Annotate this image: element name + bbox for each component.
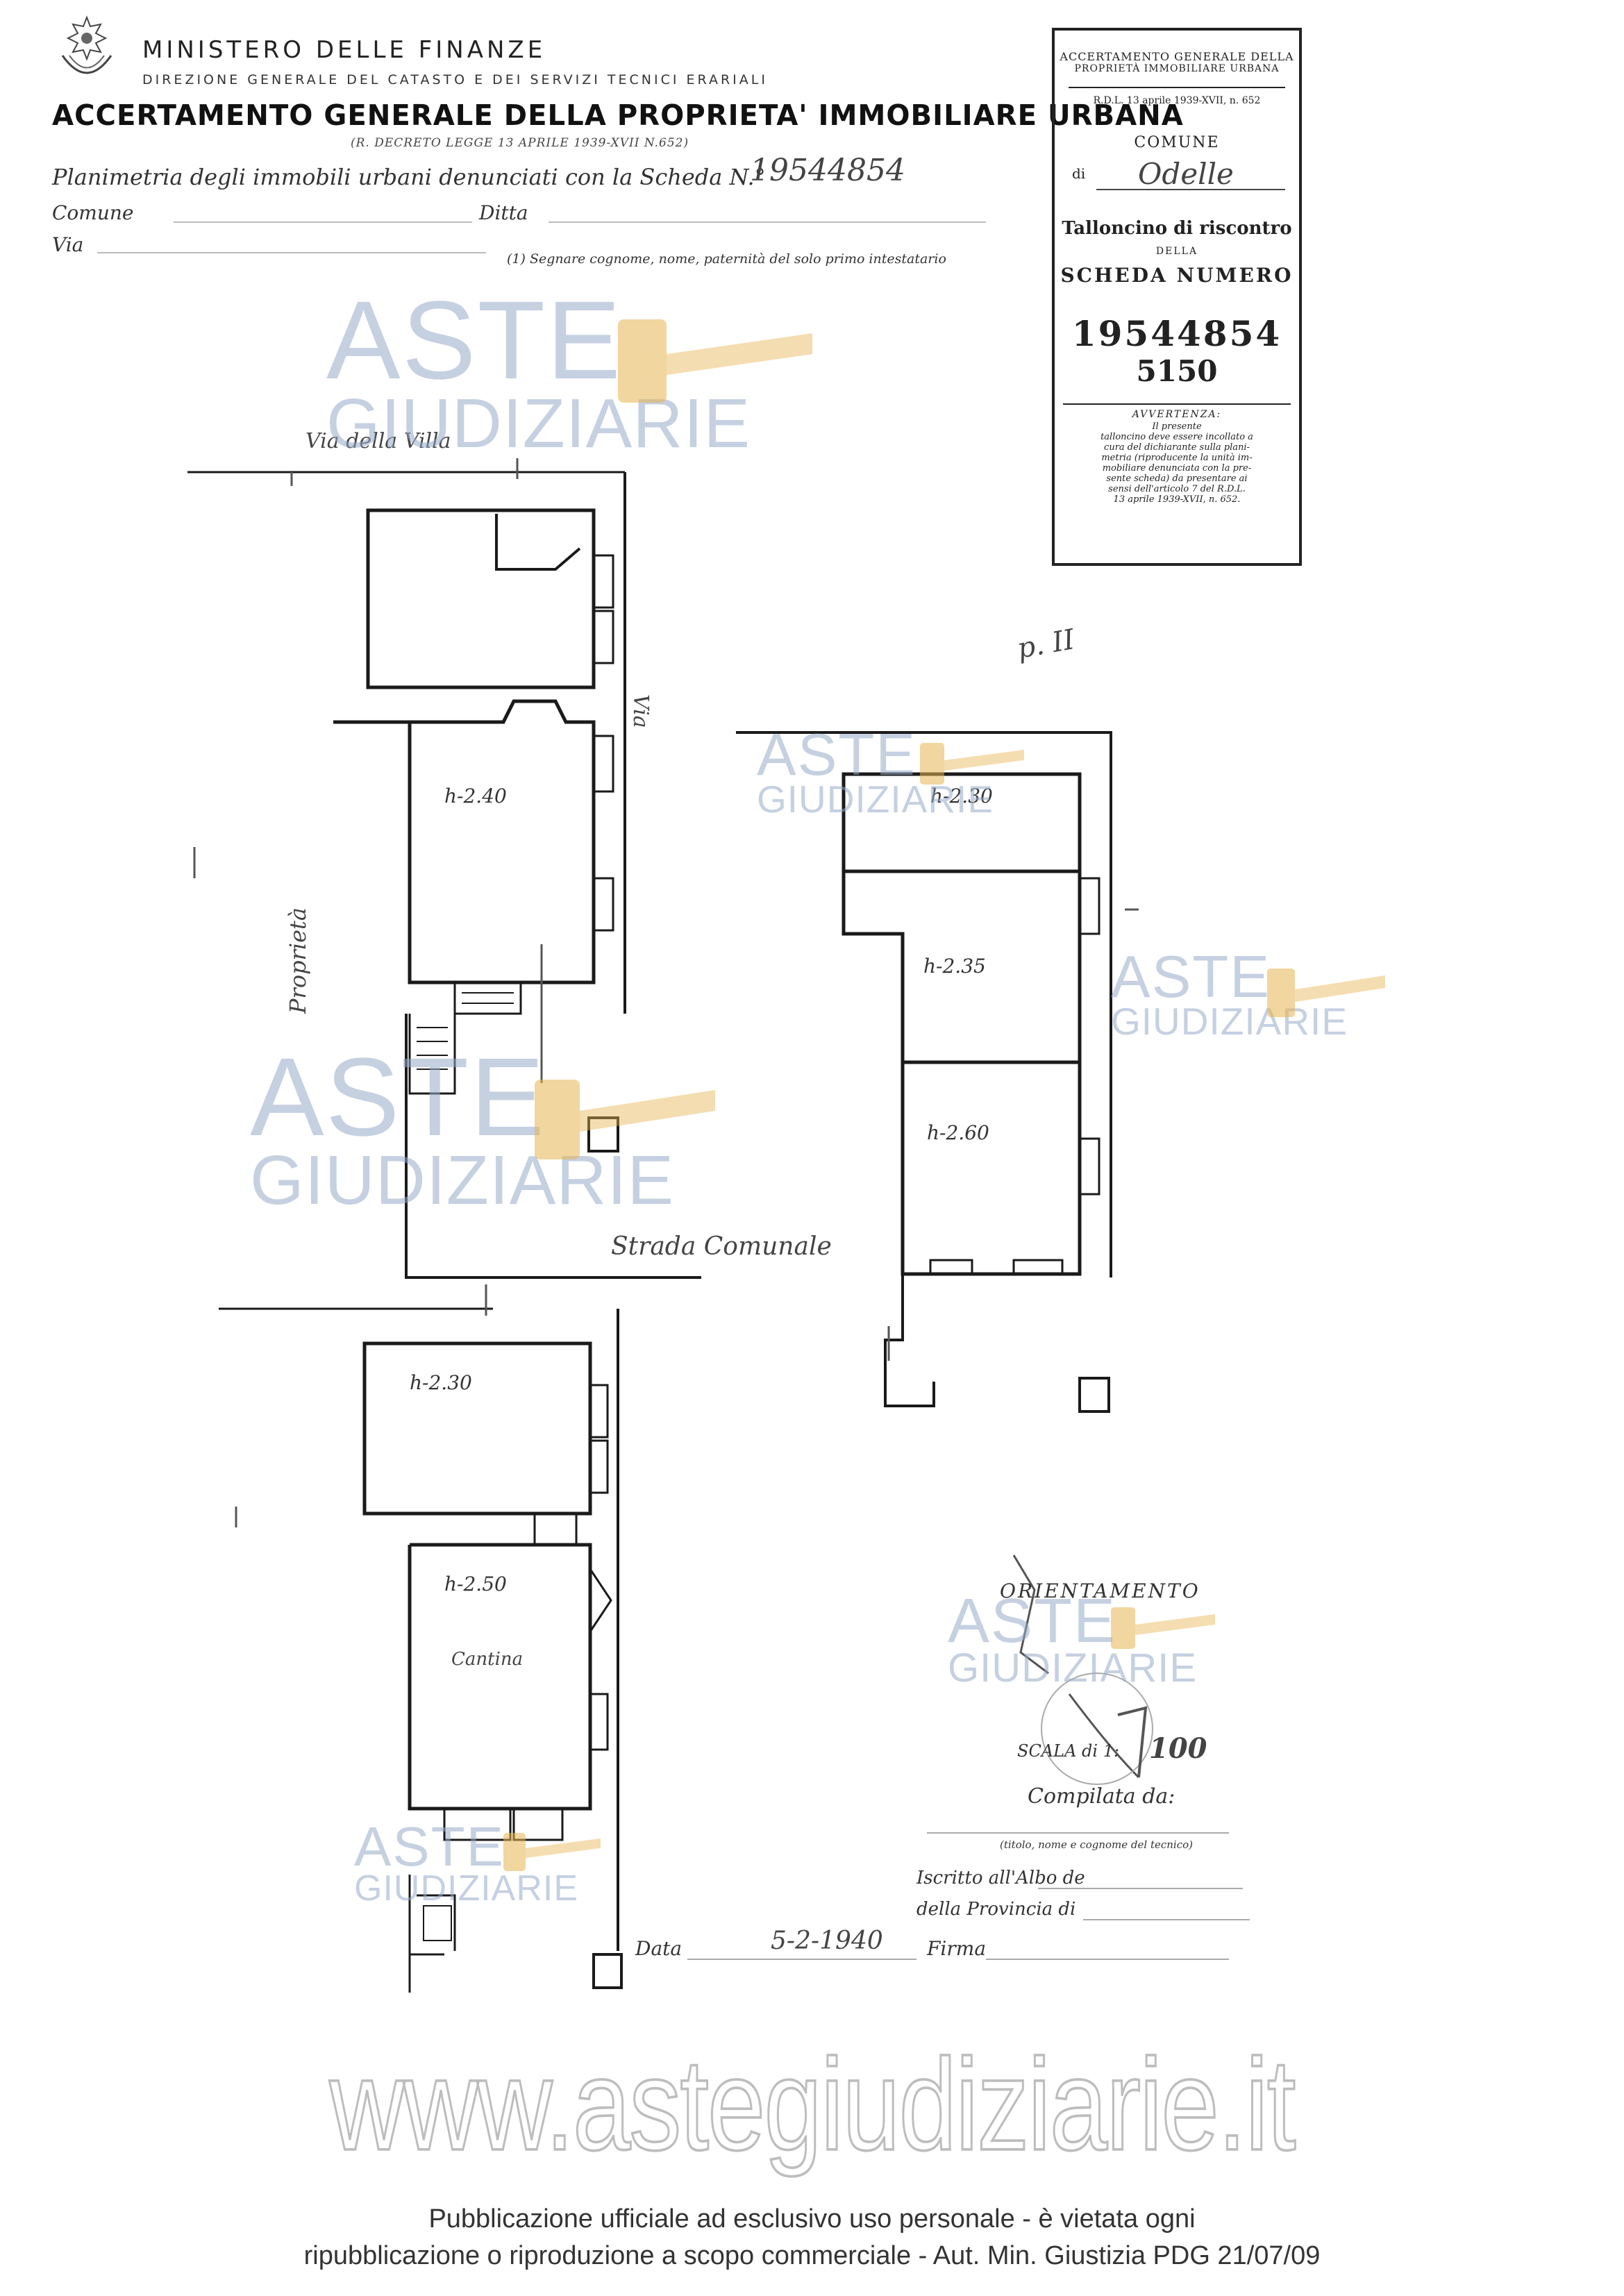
stub-scheda: SCHEDA NUMERO <box>1060 264 1294 287</box>
watermark-giudiziarie-text: GIUDIZIARIE <box>354 1868 579 1909</box>
footer-note-line-2: ripubblicazione o riproduzione a scopo c… <box>303 2241 1321 2270</box>
watermark-gavel-icon-2 <box>916 736 1028 802</box>
room-height-2: h-2.30 <box>410 1371 472 1394</box>
watermark-aste-text: ASTE <box>757 722 917 788</box>
room-height-6: h-2.60 <box>927 1121 989 1144</box>
watermark-5: ASTE GIUDIZIARIE <box>948 1590 1197 1689</box>
room-height-3: h-2.50 <box>444 1573 507 1595</box>
watermark-gavel-icon-6 <box>500 1826 604 1888</box>
street-bottom-label: Strada Comunale <box>611 1232 832 1261</box>
scheda-handwritten-number: 19544854 <box>750 153 905 188</box>
watermark-giudiziarie-text: GIUDIZIARIE <box>250 1141 675 1219</box>
footer-site-url: www.astegiudiziarie.it <box>328 2030 1297 2179</box>
watermark-aste-text: ASTE <box>948 1586 1117 1656</box>
albo-label: Iscritto all'Albo de <box>916 1868 1085 1888</box>
ministry-name: MINISTERO DELLE FINANZE <box>142 36 546 64</box>
watermark-giudiziarie-text: GIUDIZIARIE <box>948 1645 1198 1691</box>
provincia-label: della Provincia di <box>916 1899 1076 1920</box>
room-note: Cantina <box>451 1649 524 1670</box>
watermark-aste-text: ASTE <box>354 1816 505 1877</box>
orientation-label: ORIENTAMENTO <box>1000 1579 1200 1602</box>
scale-value: 100 <box>1149 1732 1207 1765</box>
watermark-3: ASTE GIUDIZIARIE <box>1111 948 1348 1041</box>
stub-line-2: PROPRIETÀ IMMOBILIARE URBANA <box>1074 63 1280 74</box>
state-emblem-icon <box>49 14 125 90</box>
stub-avvertenza-line: sensi dell'articolo 7 del R.D.L. <box>1108 484 1246 494</box>
signature-label: Firma <box>927 1937 987 1960</box>
compilata-hint: (titolo, nome e cognome del tecnico) <box>1000 1838 1193 1851</box>
stub-avvertenza-title: AVVERTENZA: <box>1132 409 1222 420</box>
street-top-label: Via della Villa <box>305 429 451 453</box>
watermark-giudiziarie-text: GIUDIZIARIE <box>757 778 994 821</box>
room-height-5: h-2.35 <box>923 955 986 978</box>
footer-note-line-1: Pubblicazione ufficiale ad esclusivo uso… <box>428 2204 1196 2234</box>
room-height-1: h-2.40 <box>444 785 507 807</box>
decree-reference: (R. DECRETO LEGGE 13 APRILE 1939-XVII N.… <box>351 136 689 150</box>
watermark-giudiziarie-text: GIUDIZIARIE <box>1111 1000 1348 1043</box>
stub-comune-value: Odelle <box>1138 157 1234 191</box>
stub-line-3: R.D.L. 13 aprile 1939-XVII, n. 652 <box>1093 95 1261 106</box>
document-title: ACCERTAMENTO GENERALE DELLA PROPRIETA' I… <box>52 99 1184 132</box>
scale-label: SCALA di 1: <box>1017 1741 1120 1761</box>
watermark-6: ASTE GIUDIZIARIE <box>354 1819 578 1907</box>
planimetry-label: Planimetria degli immobili urbani denunc… <box>52 164 766 190</box>
watermark-gavel-icon-3 <box>1264 962 1389 1034</box>
direction-name: DIREZIONE GENERALE DEL CATASTO E DEI SER… <box>142 72 768 87</box>
watermark-aste-text: ASTE <box>1111 944 1271 1010</box>
watermark-4: ASTE GIUDIZIARIE <box>250 1034 675 1219</box>
watermark-1: ASTE GIUDIZIARIE <box>326 278 751 462</box>
stub-avvertenza-line: talloncino deve essere incollato a <box>1100 432 1253 442</box>
stub-avvertenza-line: mobiliare denunciata con la pre- <box>1102 463 1252 474</box>
watermark-aste-text: ASTE <box>326 278 622 402</box>
form-note: (1) Segnare cognome, nome, paternità del… <box>507 251 946 267</box>
stub-avvertenza-line: cura del dichiarante sulla plani- <box>1104 442 1250 453</box>
stub-della: DELLA <box>1155 246 1198 257</box>
talloncino-box: ACCERTAMENTO GENERALE DELLA PROPRIETÀ IM… <box>1052 28 1302 566</box>
comune-label: Comune <box>52 201 134 224</box>
watermark-giudiziarie-text: GIUDIZIARIE <box>326 385 751 462</box>
stub-avvertenza-line: Il presente <box>1152 421 1202 432</box>
watermark-aste-text: ASTE <box>250 1034 546 1159</box>
watermark-2: ASTE GIUDIZIARIE <box>757 726 994 819</box>
stub-number: 19544854 <box>1071 313 1282 354</box>
stub-avvertenza-line: metria (riproducente la unità im- <box>1101 453 1253 463</box>
stub-avvertenza-line: sente scheda) da presentare ai <box>1106 474 1248 484</box>
stub-di: di <box>1072 165 1086 182</box>
watermark-gavel-icon-4 <box>528 1066 722 1180</box>
watermark-gavel-icon-1 <box>611 305 819 427</box>
stub-comune: COMUNE <box>1134 134 1220 151</box>
stub-line-1: ACCERTAMENTO GENERALE DELLA <box>1060 50 1294 63</box>
stub-sub-number: 5150 <box>1136 354 1218 388</box>
watermark-gavel-icon-5 <box>1107 1600 1219 1666</box>
stub-avvertenza-line: 13 aprile 1939-XVII, n. 652. <box>1113 494 1241 505</box>
ditta-label: Ditta <box>479 201 528 224</box>
date-label: Data <box>635 1937 683 1960</box>
compilata-label: Compilata da: <box>1028 1784 1175 1809</box>
via-label: Via <box>52 233 84 256</box>
date-value: 5-2-1940 <box>771 1927 883 1955</box>
stub-talloncino: Talloncino di riscontro <box>1062 218 1292 239</box>
room-height-4: h-2.30 <box>930 785 993 807</box>
